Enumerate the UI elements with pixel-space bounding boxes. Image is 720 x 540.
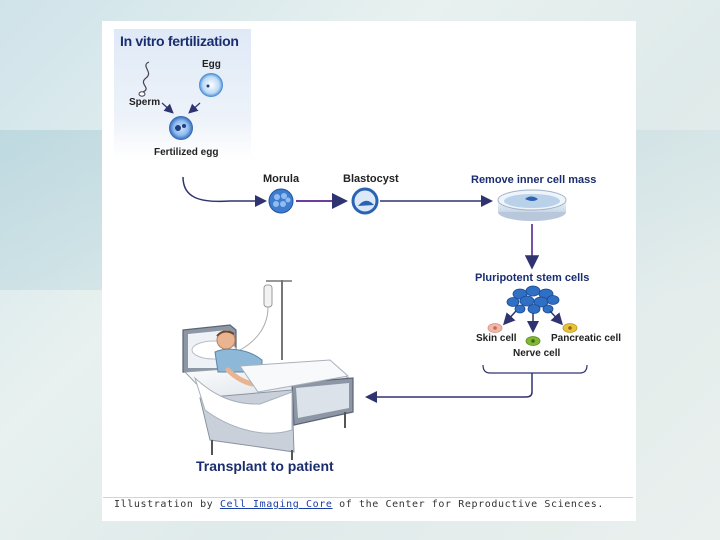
arrow-to-morula	[182, 176, 267, 207]
nerve-cell-label: Nerve cell	[513, 348, 561, 359]
blastocyst-label: Blastocyst	[343, 173, 399, 185]
ivf-title: In vitro fertilization	[120, 33, 239, 49]
hospital-bed-icon	[182, 324, 354, 460]
morula-icon	[268, 188, 294, 214]
arrow-to-skin-cell	[502, 310, 517, 326]
arrow-to-pancreatic-cell	[549, 310, 564, 326]
fertilized-egg-icon	[169, 116, 193, 140]
caption-divider	[103, 497, 633, 498]
iv-pole-icon	[239, 280, 292, 360]
pluripotent-label: Pluripotent stem cells	[475, 272, 590, 284]
caption-suffix: of the Center for Reproductive Sciences.	[332, 499, 604, 510]
blastocyst-icon	[351, 187, 379, 215]
caption: Illustration by Cell Imaging Core of the…	[114, 499, 604, 510]
sperm-icon	[138, 61, 150, 97]
morula-label: Morula	[263, 173, 300, 185]
pancreatic-cell-icon	[562, 323, 578, 333]
skin-cell-label: Skin cell	[476, 333, 517, 344]
sperm-arrow	[161, 102, 174, 114]
pancreatic-cell-label: Pancreatic cell	[551, 333, 622, 344]
cell-imaging-core-link[interactable]: Cell Imaging Core	[219, 499, 333, 510]
remove-icm-label: Remove inner cell mass	[471, 174, 597, 186]
egg-label: Egg	[202, 59, 221, 70]
egg-icon	[199, 73, 223, 97]
sperm-label: Sperm	[129, 97, 161, 108]
arrow-to-patient	[365, 373, 533, 403]
caption-prefix: Illustration by	[114, 499, 220, 510]
petri-dish-icon	[497, 189, 567, 221]
egg-arrow	[188, 102, 201, 114]
nerve-cell-icon	[525, 336, 541, 346]
cells-bracket	[482, 364, 588, 374]
fertilized-egg-label: Fertilized egg	[154, 147, 219, 158]
skin-cell-icon	[487, 323, 503, 333]
transplant-label: Transplant to patient	[196, 458, 334, 474]
stem-cells-cluster-icon	[506, 285, 560, 314]
